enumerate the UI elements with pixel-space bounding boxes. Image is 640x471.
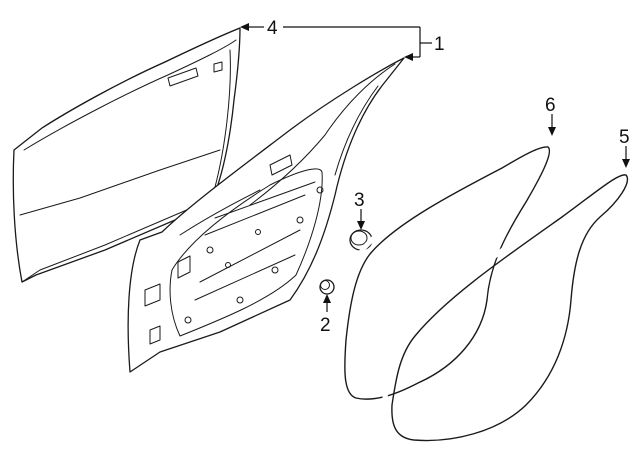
callout-label-5: 5 [619,127,630,148]
callout-label-2: 2 [320,315,331,336]
callout-label-3: 3 [354,190,365,211]
front-door-shell [127,57,405,373]
body-side-weatherstrip [381,165,636,452]
plug-small [319,279,335,295]
callout-label-6: 6 [545,95,556,116]
outer-door-panel [12,27,241,283]
callout-labels: 4 1 3 2 6 5 [267,18,630,336]
callout-label-1: 1 [434,34,445,55]
callout-label-4: 4 [267,18,278,39]
door-weatherstrip [334,137,556,410]
leader-lines [240,23,630,312]
